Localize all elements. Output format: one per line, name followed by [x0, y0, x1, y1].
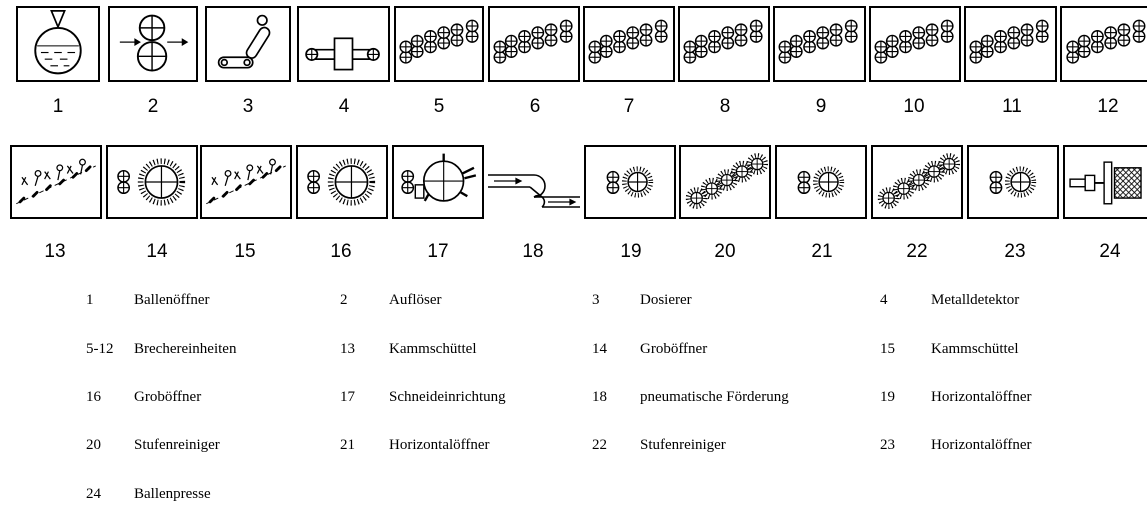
- legend-label: Schneideinrichtung: [389, 389, 506, 405]
- legend-label: Ballenöffner: [134, 292, 210, 308]
- legend-number: 19: [880, 389, 895, 405]
- machine-number: 23: [1004, 241, 1026, 262]
- legend-label: Kammschüttel: [389, 341, 477, 357]
- legend-label: Auflöser: [389, 292, 442, 308]
- machine-number: 1: [52, 96, 64, 117]
- machine-16-coarse-opener-icon: [296, 145, 388, 219]
- machine-2-dissolver-icon: [108, 6, 198, 82]
- machine-21-horizontal-opener-icon: [775, 145, 867, 219]
- machine-number: 10: [903, 96, 925, 117]
- machine-number: 15: [234, 241, 256, 262]
- legend-number: 15: [880, 341, 895, 357]
- machine-number: 7: [623, 96, 635, 117]
- legend-number: 17: [340, 389, 355, 405]
- legend-number: 13: [340, 341, 355, 357]
- machine-number: 6: [529, 96, 541, 117]
- machine-8-breaker-icon: [678, 6, 770, 82]
- legend-label: Stufenreiniger: [134, 437, 220, 453]
- machine-17-cutting-device-icon: [392, 145, 484, 219]
- legend-number: 18: [592, 389, 607, 405]
- machine-4-metal-detector-icon: [297, 6, 390, 82]
- machine-number: 9: [815, 96, 827, 117]
- legend-number: 4: [880, 292, 888, 308]
- legend-number: 5-12: [86, 341, 114, 357]
- machine-15-comb-shaker-icon: [200, 145, 292, 219]
- machine-number: 12: [1097, 96, 1119, 117]
- machine-number: 11: [1002, 96, 1022, 117]
- legend-label: Groböffner: [134, 389, 202, 405]
- machine-14-coarse-opener-icon: [106, 145, 198, 219]
- legend-label: Groböffner: [640, 341, 708, 357]
- machine-number: 24: [1099, 241, 1121, 262]
- machine-18-pneumatic-conveyor-icon: [486, 145, 582, 219]
- machine-20-step-cleaner-icon: [679, 145, 771, 219]
- legend-label: pneumatische Förderung: [640, 389, 789, 405]
- legend-label: Horizontalöffner: [931, 389, 1032, 405]
- legend-number: 21: [340, 437, 355, 453]
- machine-number: 4: [338, 96, 350, 117]
- legend-label: Brechereinheiten: [134, 341, 237, 357]
- machine-13-comb-shaker-icon: [10, 145, 102, 219]
- legend-label: Metalldetektor: [931, 292, 1020, 308]
- machine-number: 3: [242, 96, 254, 117]
- legend-number: 22: [592, 437, 607, 453]
- legend-label: Stufenreiniger: [640, 437, 726, 453]
- machine-number: 19: [620, 241, 642, 262]
- legend-number: 3: [592, 292, 600, 308]
- machine-7-breaker-icon: [583, 6, 675, 82]
- machine-number: 5: [433, 96, 445, 117]
- legend-number: 20: [86, 437, 101, 453]
- machine-number: 14: [146, 241, 168, 262]
- machine-5-breaker-icon: [394, 6, 484, 82]
- machine-1-bale-opener-icon: [16, 6, 100, 82]
- machine-11-breaker-icon: [964, 6, 1057, 82]
- machine-9-breaker-icon: [773, 6, 866, 82]
- machine-number: 20: [714, 241, 736, 262]
- legend-label: Horizontalöffner: [931, 437, 1032, 453]
- machine-number: 8: [719, 96, 731, 117]
- legend-label: Ballenpresse: [134, 486, 211, 502]
- legend-number: 24: [86, 486, 101, 502]
- machine-number: 2: [147, 96, 159, 117]
- machine-number: 18: [522, 241, 544, 262]
- machine-number: 21: [811, 241, 833, 262]
- machine-3-feeder-icon: [205, 6, 291, 82]
- legend-label: Kammschüttel: [931, 341, 1019, 357]
- machine-number: 13: [44, 241, 66, 262]
- machine-6-breaker-icon: [488, 6, 580, 82]
- machine-22-step-cleaner-icon: [871, 145, 963, 219]
- legend-number: 14: [592, 341, 607, 357]
- machine-19-horizontal-opener-icon: [584, 145, 676, 219]
- legend-label: Horizontalöffner: [389, 437, 490, 453]
- legend-number: 16: [86, 389, 101, 405]
- legend-number: 1: [86, 292, 94, 308]
- machine-24-bale-press-icon: [1063, 145, 1147, 219]
- legend-label: Dosierer: [640, 292, 692, 308]
- legend-number: 23: [880, 437, 895, 453]
- machine-number: 22: [906, 241, 928, 262]
- legend-number: 2: [340, 292, 348, 308]
- machine-number: 17: [427, 241, 449, 262]
- machine-23-horizontal-opener-icon: [967, 145, 1059, 219]
- machine-10-breaker-icon: [869, 6, 961, 82]
- machine-12-breaker-icon: [1060, 6, 1147, 82]
- machine-number: 16: [330, 241, 352, 262]
